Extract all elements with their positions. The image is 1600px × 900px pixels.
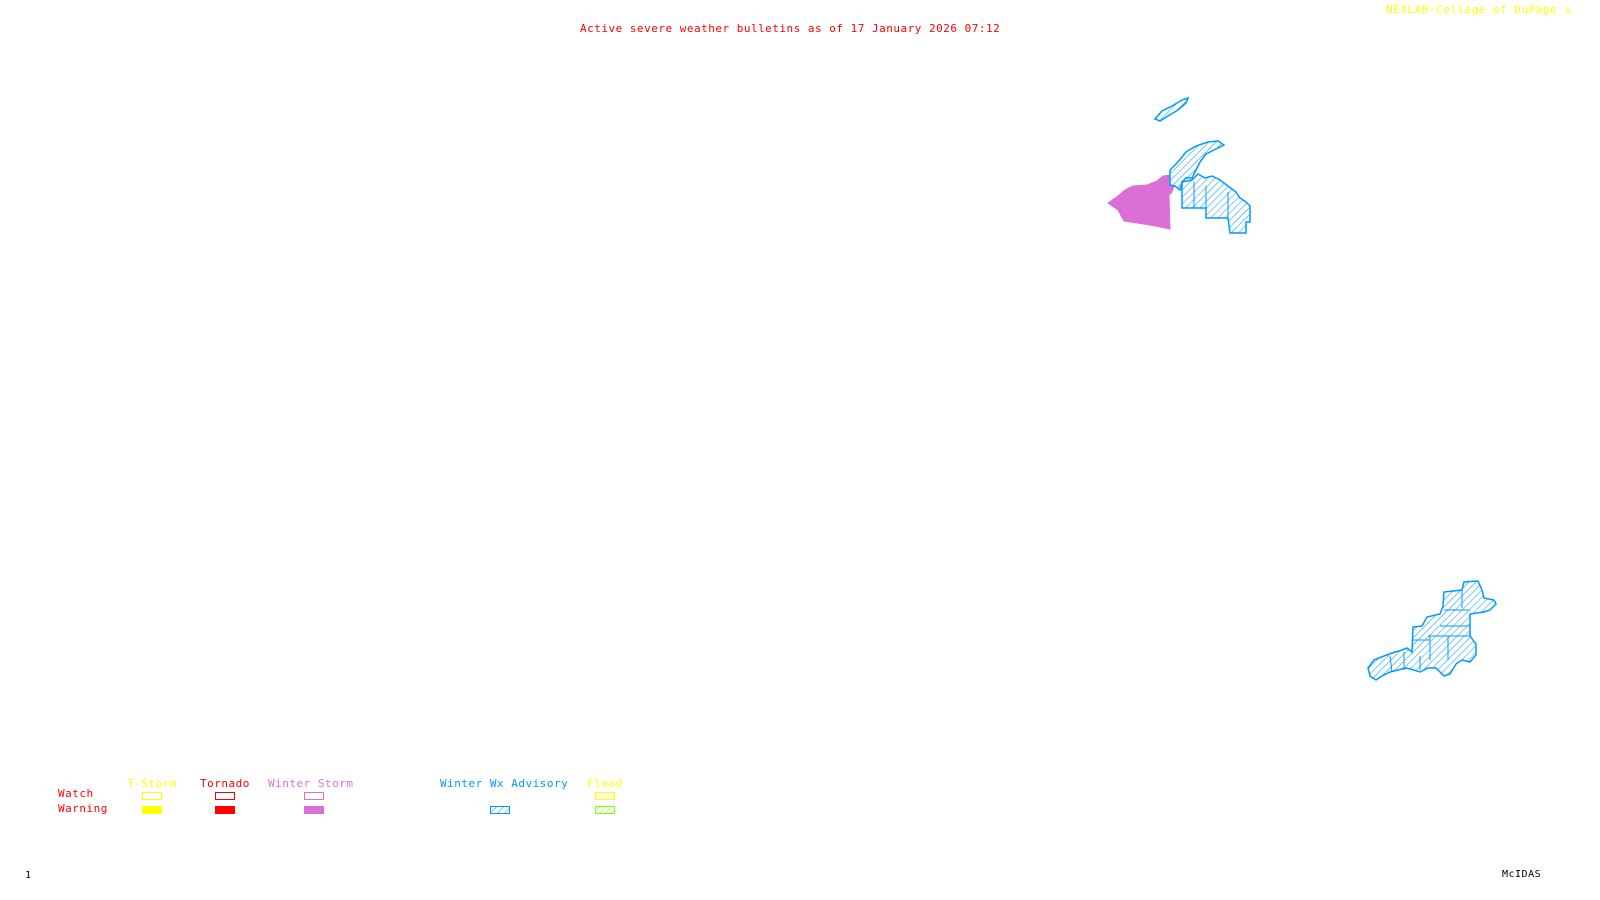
legend-label-flood: Flood [587,777,623,790]
legend-label-winter-storm: Winter Storm [268,777,354,790]
legend-swatch-flood-watch [595,792,615,800]
legend-swatch-flood-warning [595,806,615,814]
upper-michigan-central-advisory [1181,173,1251,234]
county-boundary [1193,182,1229,218]
appalachian-advisory [1367,580,1497,681]
legend-swatch-tornado-warning [215,806,235,814]
legend-row-warning: Warning [58,802,108,815]
legend-swatch-winter-storm-warning [304,806,324,814]
legend-swatch-tornado-watch [215,792,235,800]
software-label: McIDAS [1502,869,1542,880]
legend-swatch-winter-storm-watch [304,792,324,800]
legend-row-watch: Watch [58,787,94,800]
corner-arrow-icon: ⇲ [1564,3,1572,16]
legend-label-tstorm: T-Storm [127,777,177,790]
legend-swatch-tstorm-watch [142,792,162,800]
northern-wisconsin-winter-storm-warning [1107,174,1175,230]
credit-text: NEXLAB-College of DuPage [1386,3,1557,16]
upper-michigan-keweenaw-advisory [1169,140,1226,192]
map-title: Active severe weather bulletins as of 17… [580,22,1001,35]
legend-swatch-winter-wx-advisory [490,806,510,814]
legend-swatch-tstorm-warning [142,806,162,814]
isle-royale-advisory [1153,96,1190,122]
credit-label: NEXLAB-College of DuPage ⇲ [1386,4,1571,16]
county-boundary [1389,590,1470,673]
legend-label-winter-wx-advisory: Winter Wx Advisory [440,777,569,790]
legend-label-tornado: Tornado [200,777,250,790]
frame-number: 1 [25,870,32,881]
